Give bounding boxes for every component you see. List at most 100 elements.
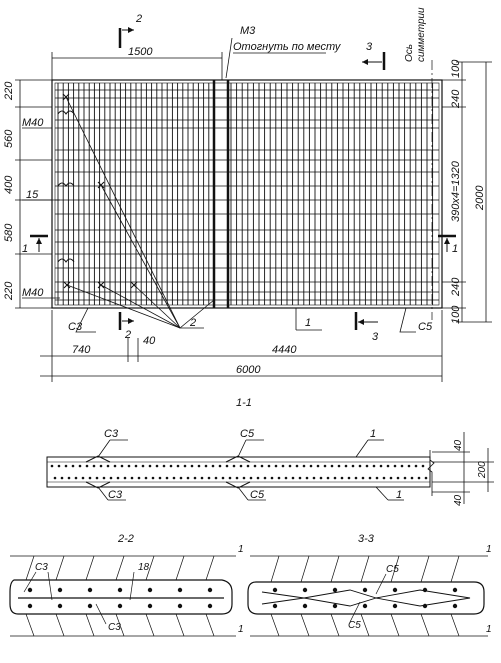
bar-dot <box>183 464 187 468</box>
right-dim-2000: 2000 <box>474 185 486 211</box>
bar-dot <box>372 464 376 468</box>
left-dimension-chain: 220 560 400 580 220 <box>3 79 52 309</box>
bar-dot <box>422 587 428 593</box>
plan-outline <box>51 79 443 309</box>
section-2-bottom: 2 <box>124 329 131 341</box>
bar-dot <box>117 603 123 609</box>
left-dim-220-top: 220 <box>3 81 15 101</box>
label-1-plan: 1 <box>305 317 311 329</box>
lower-bar <box>450 613 460 637</box>
bar-dot <box>102 476 106 480</box>
bar-dot <box>207 587 213 593</box>
bar-dot <box>337 464 341 468</box>
bar-dot <box>274 464 278 468</box>
bar-dot <box>172 476 176 480</box>
bar-dot <box>207 476 211 480</box>
label-2-plan: 2 <box>189 317 196 329</box>
bar-dot <box>354 476 358 480</box>
top-dimension: 1500 <box>51 46 223 80</box>
bar-dot <box>295 464 299 468</box>
label-c3-plan: С3 <box>68 321 83 333</box>
section-3-3-outline <box>247 581 485 615</box>
bar-dot <box>319 476 323 480</box>
sec2-label-1-bottom: 1 <box>238 624 244 635</box>
sec1-label-c5-bottom: С5 <box>250 489 265 501</box>
sec1-label-c5-top: С5 <box>240 428 255 440</box>
bar-dot <box>332 587 338 593</box>
right-dimension-chain <box>442 61 492 323</box>
bottom-dimensions <box>40 310 443 382</box>
bar-dot <box>228 476 232 480</box>
bar-dot <box>64 464 68 468</box>
bar-dot <box>277 476 281 480</box>
bar-dot <box>225 464 229 468</box>
bar-dot <box>190 464 194 468</box>
bar-dot <box>99 464 103 468</box>
bar-dot <box>272 603 278 609</box>
plan-bottom-labels: С3 С5 1 2 <box>68 307 433 333</box>
bar-dot <box>214 476 218 480</box>
bar-dot <box>403 476 407 480</box>
bar-dot <box>302 464 306 468</box>
left-dim-400: 400 <box>3 175 15 194</box>
bottom-dim-40: 40 <box>143 335 156 347</box>
lower-bar <box>270 613 280 637</box>
bar-dot <box>407 464 411 468</box>
bar-dot <box>414 464 418 468</box>
upper-bar <box>205 555 215 581</box>
bar-dot <box>141 464 145 468</box>
bar-dot <box>117 587 123 593</box>
right-dim-240-bottom: 240 <box>450 277 462 297</box>
bar-dot <box>127 464 131 468</box>
bar-dot <box>362 587 368 593</box>
bar-dot <box>134 464 138 468</box>
section-1-1-title: 1-1 <box>236 397 252 409</box>
bar-dot <box>147 587 153 593</box>
bar-dot <box>316 464 320 468</box>
bar-dot <box>368 476 372 480</box>
bar-dot <box>281 464 285 468</box>
bar-dot <box>130 476 134 480</box>
lower-bar <box>420 613 430 637</box>
upper-bar <box>55 555 65 581</box>
left-dim-580: 580 <box>3 223 15 242</box>
section-1-1-bar-dots <box>50 464 428 480</box>
bar-dot <box>358 464 362 468</box>
bar-dot <box>375 476 379 480</box>
bar-dot <box>50 464 54 468</box>
bar-dot <box>379 464 383 468</box>
section-1-right: 1 <box>452 243 458 255</box>
bar-dot <box>87 587 93 593</box>
lower-bar <box>175 613 185 637</box>
bar-dot <box>207 603 213 609</box>
plan-longitudinal-bars <box>55 89 439 301</box>
bar-dot <box>340 476 344 480</box>
bar-dot <box>232 464 236 468</box>
bar-dot <box>221 476 225 480</box>
sec3-label-c5-bottom: С5 <box>348 620 361 631</box>
sec2-label-18: 18 <box>138 562 150 573</box>
bar-dot <box>60 476 64 480</box>
upper-bar <box>175 555 185 581</box>
sec3-label-1-bottom: 1 <box>486 624 492 635</box>
bar-dot <box>148 464 152 468</box>
left-dim-220-bottom: 220 <box>3 281 15 301</box>
bar-dot <box>291 476 295 480</box>
upper-bar <box>420 555 430 583</box>
upper-bar <box>330 555 340 583</box>
bar-dot <box>400 464 404 468</box>
bar-dot <box>267 464 271 468</box>
bar-dot <box>424 476 428 480</box>
left-dim-560: 560 <box>3 129 15 148</box>
sec3-label-1-top: 1 <box>486 544 492 555</box>
section-3-top: 3 <box>366 41 373 53</box>
bar-dot <box>109 476 113 480</box>
bar-dot <box>27 587 33 593</box>
sec1-label-c3-top: С3 <box>104 428 119 440</box>
left-labels: М40 15 М40 <box>22 117 60 299</box>
lower-bar <box>85 613 95 637</box>
lower-bar <box>55 613 65 637</box>
section-3-3-bars <box>270 555 460 637</box>
sec2-label-c3-bottom: С3 <box>108 622 121 633</box>
